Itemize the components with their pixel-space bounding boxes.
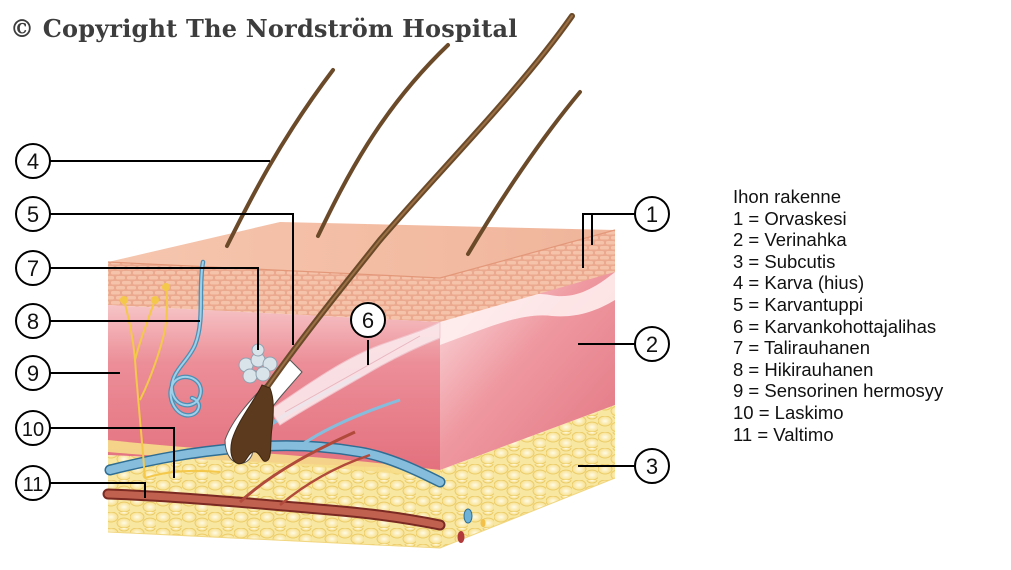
legend-item-9: 9 = Sensorinen hermosyy xyxy=(733,380,943,402)
callout-5: 5 xyxy=(27,202,39,227)
callout-9: 9 xyxy=(27,361,39,386)
legend-item-5: 5 = Karvantuppi xyxy=(733,294,943,316)
legend-item-2: 2 = Verinahka xyxy=(733,229,943,251)
legend-item-4: 4 = Karva (hius) xyxy=(733,272,943,294)
legend-item-10: 10 = Laskimo xyxy=(733,402,943,424)
legend-item-7: 7 = Talirauhanen xyxy=(733,337,943,359)
callout-8: 8 xyxy=(27,309,39,334)
callout-2: 2 xyxy=(646,332,658,357)
callout-10: 10 xyxy=(22,419,44,441)
legend-title: Ihon rakenne xyxy=(733,186,943,208)
legend-item-6: 6 = Karvankohottajalihas xyxy=(733,316,943,338)
callout-7: 7 xyxy=(27,256,39,281)
callout-3: 3 xyxy=(646,454,658,479)
legend-item-11: 11 = Valtimo xyxy=(733,424,943,446)
legend-item-1: 1 = Orvaskesi xyxy=(733,208,943,230)
legend-item-8: 8 = Hikirauhanen xyxy=(733,359,943,381)
callout-6: 6 xyxy=(362,308,374,333)
callout-4: 4 xyxy=(27,149,39,174)
callout-1: 1 xyxy=(646,202,658,227)
legend-item-3: 3 = Subcutis xyxy=(733,251,943,273)
legend: Ihon rakenne 1 = Orvaskesi 2 = Verinahka… xyxy=(733,186,943,445)
callout-11: 11 xyxy=(23,474,44,496)
